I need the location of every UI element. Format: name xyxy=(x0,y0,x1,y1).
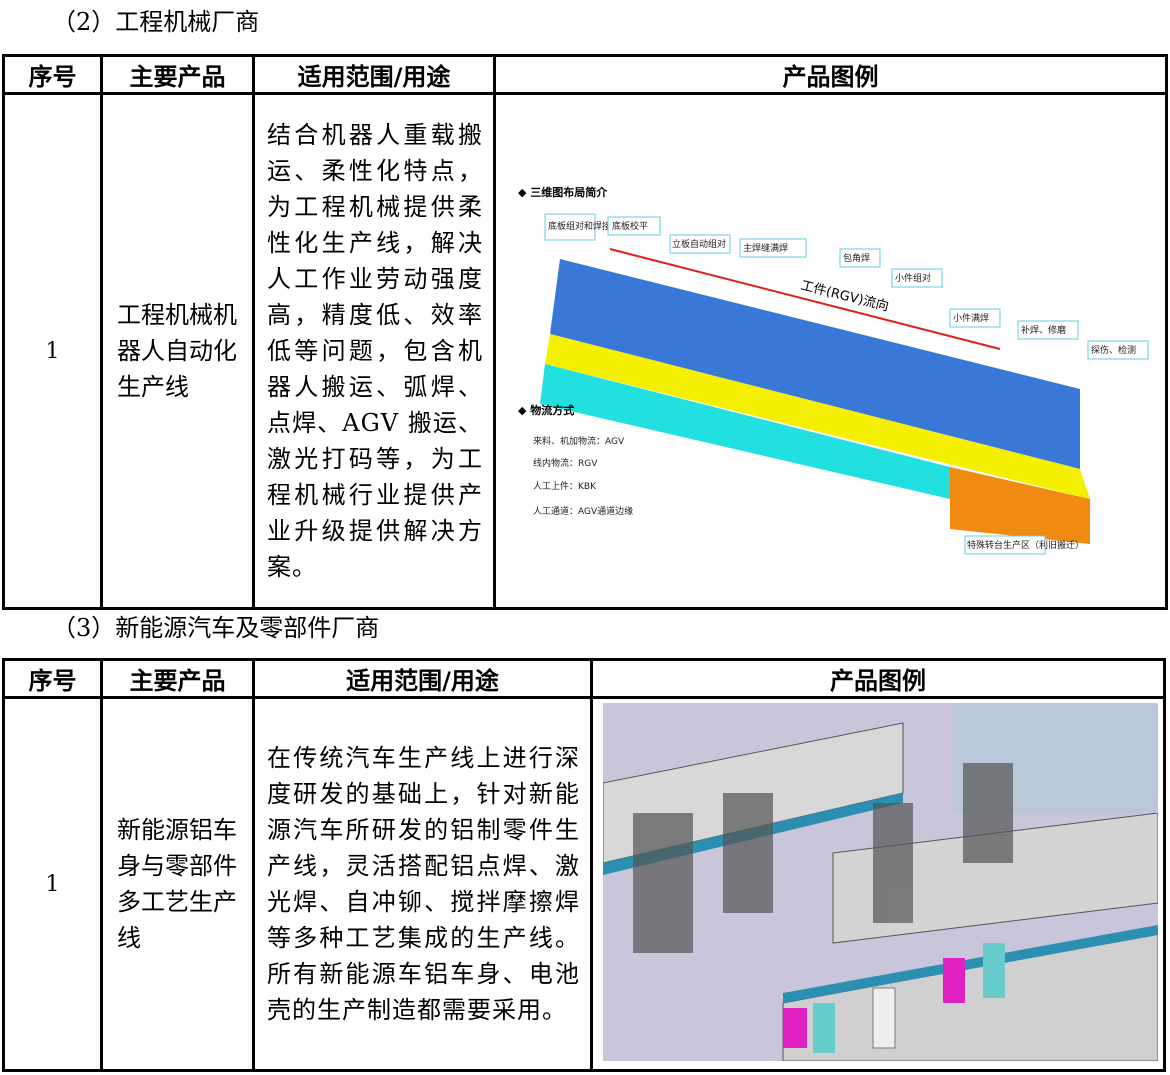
row-product: 新能源铝车身与零部件多工艺生产线 xyxy=(100,696,255,1072)
svg-text:补焊、修磨: 补焊、修磨 xyxy=(1021,324,1066,336)
svg-text:探伤、检测: 探伤、检测 xyxy=(1091,344,1136,356)
row-description: 结合机器人重载搬运、柔性化特点，为工程机械提供柔性化生产线，解决人工作业劳动强度… xyxy=(252,92,496,610)
table-new-energy-vehicle: 序号 主要产品 适用范围/用途 产品图例 1 新能源铝车身与零部件多工艺生产线 … xyxy=(2,658,1166,1072)
header-figure: 产品图例 xyxy=(493,54,1168,95)
svg-text:小件组对: 小件组对 xyxy=(895,272,931,284)
svg-text:包角焊: 包角焊 xyxy=(843,252,870,264)
svg-text:立板自动组对: 立板自动组对 xyxy=(672,238,726,250)
production-line-illustration xyxy=(602,703,1159,1062)
table-header: 序号 主要产品 适用范围/用途 产品图例 xyxy=(2,54,1168,95)
svg-text:特殊转台生产区（利旧搬迁）: 特殊转台生产区（利旧搬迁） xyxy=(967,539,1084,551)
row-index: 1 xyxy=(2,696,103,1072)
row-product: 工程机械机器人自动化生产线 xyxy=(100,92,255,610)
table-header: 序号 主要产品 适用范围/用途 产品图例 xyxy=(2,658,1166,699)
section-2-caption: （2）工程机械厂商 xyxy=(52,8,260,36)
header-product: 主要产品 xyxy=(100,54,255,95)
header-product: 主要产品 xyxy=(100,658,255,699)
row-index: 1 xyxy=(2,92,103,610)
table-row: 1 新能源铝车身与零部件多工艺生产线 在传统汽车生产线上进行深度研发的基础上，针… xyxy=(2,696,1166,1072)
table-construction-machinery: 序号 主要产品 适用范围/用途 产品图例 1 工程机械机器人自动化生产线 结合机… xyxy=(2,54,1168,610)
figure-title-logistics: ◆ 物流方式 xyxy=(518,403,574,417)
svg-text:底板校平: 底板校平 xyxy=(612,220,648,232)
section-3-caption: （3）新能源汽车及零部件厂商 xyxy=(52,614,380,642)
header-figure: 产品图例 xyxy=(590,658,1166,699)
product-figure-production-line xyxy=(590,696,1166,1072)
product-figure-layout: ◆ 三维图布局简介 工件(RGV)流向 底板组对和焊接 底板校平 立板自动组对 … xyxy=(493,92,1168,610)
table-row: 1 工程机械机器人自动化生产线 结合机器人重载搬运、柔性化特点，为工程机械提供柔… xyxy=(2,92,1168,610)
svg-text:线内物流：RGV: 线内物流：RGV xyxy=(533,457,598,469)
svg-text:小件满焊: 小件满焊 xyxy=(953,312,989,324)
svg-text:人工上件：KBK: 人工上件：KBK xyxy=(533,480,597,492)
factory-layout-illustration: ◆ 三维图布局简介 工件(RGV)流向 底板组对和焊接 底板校平 立板自动组对 … xyxy=(518,185,1149,555)
station-labels: 底板组对和焊接 底板校平 立板自动组对 主焊缝满焊 包角焊 小件组对 小件满焊 … xyxy=(544,213,1149,555)
svg-text:底板组对和焊接: 底板组对和焊接 xyxy=(548,220,611,232)
svg-text:来料、机加物流：AGV: 来料、机加物流：AGV xyxy=(533,435,625,447)
svg-text:人工通道：AGV通道边缘: 人工通道：AGV通道边缘 xyxy=(533,505,633,517)
header-index: 序号 xyxy=(2,54,103,95)
figure-title-layout: ◆ 三维图布局简介 xyxy=(518,185,608,199)
svg-text:主焊缝满焊: 主焊缝满焊 xyxy=(743,242,788,254)
header-usage: 适用范围/用途 xyxy=(252,658,593,699)
header-index: 序号 xyxy=(2,658,103,699)
row-description: 在传统汽车生产线上进行深度研发的基础上，针对新能源汽车所研发的铝制零件生产线，灵… xyxy=(252,696,593,1072)
header-usage: 适用范围/用途 xyxy=(252,54,496,95)
